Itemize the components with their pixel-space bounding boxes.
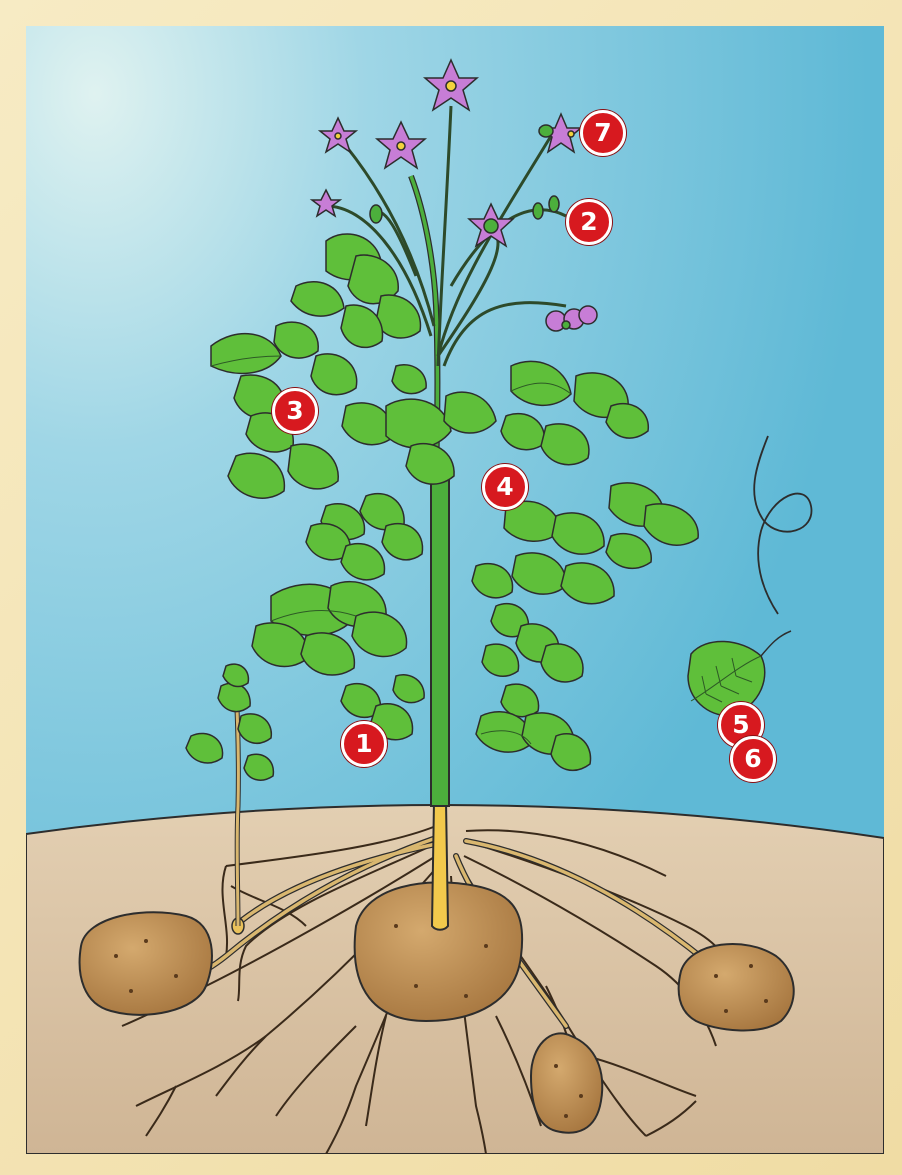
tuber-right bbox=[679, 944, 794, 1030]
marker-1: 1 bbox=[341, 721, 387, 767]
marker-4: 4 bbox=[482, 464, 528, 510]
tuber-left bbox=[80, 912, 212, 1015]
plant-scene bbox=[26, 26, 884, 1154]
marker-6: 6 bbox=[730, 736, 776, 782]
marker-7: 7 bbox=[580, 110, 626, 156]
main-stem bbox=[431, 466, 449, 806]
main-stem-root bbox=[432, 801, 448, 930]
potato-plant-illustration: 1 2 3 4 5 6 7 bbox=[26, 26, 884, 1154]
marker-3: 3 bbox=[272, 388, 318, 434]
marker-2: 2 bbox=[566, 199, 612, 245]
